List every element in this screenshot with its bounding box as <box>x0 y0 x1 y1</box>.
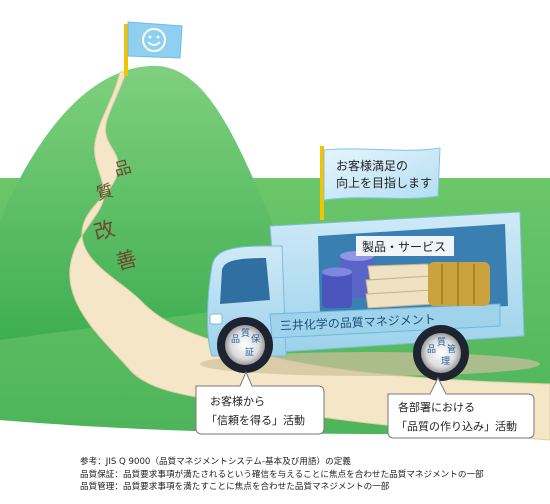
wheel-char: 質 <box>437 336 446 348</box>
road-label: 品 質 改 善 <box>91 157 139 275</box>
front-wheel: 品 質 管 理 <box>413 325 469 381</box>
drum <box>322 272 352 308</box>
wheel-char: 品 <box>427 344 436 355</box>
truck-flag-cloth <box>323 147 441 201</box>
goal-flag <box>124 21 183 76</box>
note-line: 参考：JIS Q 9000（品質マネジメントシステム-基本及び用語）の定義 <box>80 457 351 467</box>
cargo-label: 製品・サービス <box>362 240 446 254</box>
side-label-bar <box>269 303 501 339</box>
callout-left-line: お客様から <box>210 394 265 408</box>
cargo-label-box <box>356 236 454 256</box>
truck-flag-pole <box>320 146 324 220</box>
wheel-char: 理 <box>441 356 450 367</box>
truck-flag: お客様満足の 向上を目指します <box>320 146 441 220</box>
truck-flag-line: 向上を目指します <box>336 175 432 190</box>
truck-side-label: 三井化学の品質マネジメント <box>279 311 436 333</box>
truck: 三井化学の品質マネジメント 製品・サービス 品 質 保 証 品 質 <box>200 211 540 381</box>
cab-window <box>220 258 270 304</box>
foreground-white <box>0 440 550 504</box>
goal-flag-pole <box>124 24 128 76</box>
cargo-items: 製品・サービス <box>322 236 490 309</box>
wheel-char: 質 <box>241 327 250 339</box>
callout-right-line: 「品質の作り込み」活動 <box>396 419 517 433</box>
road-label-char: 質 <box>94 181 116 205</box>
callout-left-line: 「信頼を得る」活動 <box>206 413 305 427</box>
smiley-icon <box>142 28 166 52</box>
crate-lines <box>441 262 475 306</box>
sacks <box>365 263 435 309</box>
truck-flag-line: お客様満足の <box>336 158 408 173</box>
rear-wheel: 品 質 保 証 <box>217 317 273 373</box>
road-label-char: 品 <box>112 157 134 181</box>
field-edge <box>0 420 550 446</box>
wheel-char: 管 <box>447 343 456 355</box>
note-line: 品質管理：品質要求事項を満たすことに焦点を合わせた品質マネジメントの一部 <box>80 482 390 493</box>
callout-right-line: 各部署における <box>398 400 475 414</box>
headlight <box>209 313 223 325</box>
callout-left: お客様から 「信頼を得る」活動 <box>195 370 325 435</box>
callout-right: 各部署における 「品質の作り込み」活動 <box>387 376 535 439</box>
note-line: 品質保証：品質要求事項が満たされるという確信を与えることに焦点を合わせた品質マネ… <box>80 469 484 480</box>
callout-left-bubble <box>195 370 325 435</box>
wheel-char: 品 <box>231 334 240 345</box>
goal-flag-cloth <box>127 21 183 59</box>
callout-right-bubble <box>387 376 535 439</box>
reference-notes: 参考：JIS Q 9000（品質マネジメントシステム-基本及び用語）の定義 品質… <box>80 456 548 494</box>
drum-top <box>322 267 352 277</box>
wheel-char: 保 <box>251 333 260 345</box>
wheel-char: 証 <box>245 346 254 358</box>
